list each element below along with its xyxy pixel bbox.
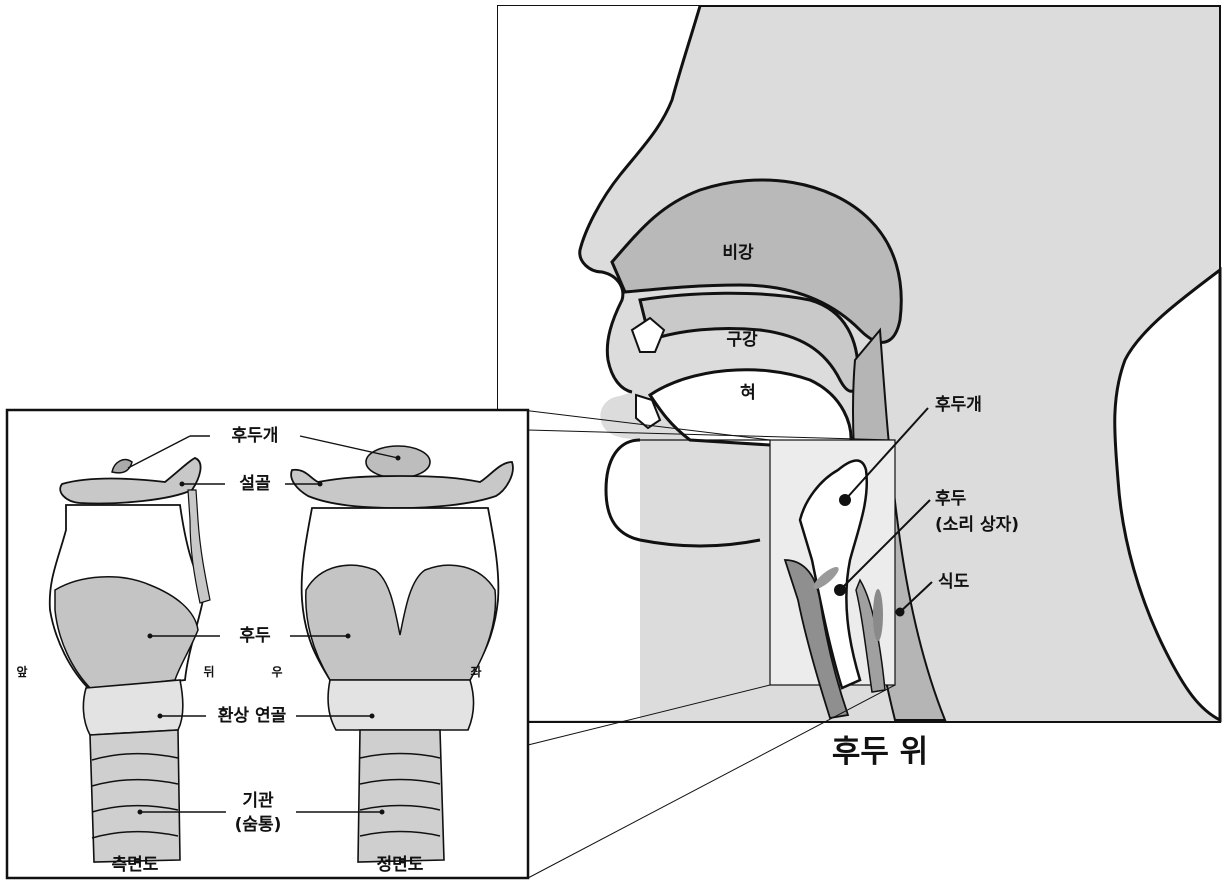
side-cricoid xyxy=(83,680,182,735)
epiglottis-dot xyxy=(839,494,851,506)
dot-cricoid-side xyxy=(158,714,163,719)
label-nasal-cavity: 비강 xyxy=(722,243,754,263)
dot-larynx-side xyxy=(148,634,153,639)
inset-label-epiglottis: 후두개 xyxy=(232,425,279,446)
inset-label-hyoid: 설골 xyxy=(239,474,271,494)
orientation-left: 좌 xyxy=(470,664,481,679)
label-larynx: 후두 xyxy=(935,488,967,509)
dot-hyoid-side xyxy=(180,482,185,487)
sagittal-panel: 비강 구강 혀 후두개 후두 (소리 상자) 식도 후두 위 xyxy=(498,6,1220,770)
orientation-right: 우 xyxy=(271,665,282,679)
dot-trachea-front xyxy=(380,810,385,815)
label-oral-cavity: 구강 xyxy=(726,330,758,350)
dot-hyoid-front xyxy=(318,482,323,487)
side-trachea xyxy=(90,730,180,862)
front-epiglottis xyxy=(366,446,430,478)
inset-label-cricoid: 환상 연골 xyxy=(218,706,287,726)
dot-epiglottis-front xyxy=(396,456,401,461)
label-esophagus: 식도 xyxy=(938,572,970,592)
orientation-front: 앞 xyxy=(16,665,27,679)
label-voice-box: (소리 상자) xyxy=(935,515,1019,535)
label-tongue: 혀 xyxy=(740,383,756,403)
dot-cricoid-front xyxy=(370,714,375,719)
label-epiglottis: 후두개 xyxy=(935,394,982,415)
front-trachea xyxy=(358,730,444,862)
larynx-dot xyxy=(834,584,846,596)
inset-label-trachea-sub: (숨통) xyxy=(235,815,282,835)
inset-panel: 후두개 설골 후두 환상 연골 기관 (숨통) 앞 뒤 우 좌 측면도 정면도 xyxy=(7,410,528,878)
inset-label-trachea: 기관 xyxy=(242,791,274,811)
orientation-back: 뒤 xyxy=(203,665,214,679)
esophagus-mark xyxy=(873,589,883,641)
dot-trachea-side xyxy=(138,810,143,815)
dot-larynx-front xyxy=(346,634,351,639)
view-label-side: 측면도 xyxy=(112,855,159,875)
esophagus-dot xyxy=(896,608,905,617)
view-label-front: 정면도 xyxy=(377,855,424,875)
front-cricoid xyxy=(328,680,474,730)
diagram-title: 후두 위 xyxy=(832,734,928,770)
inset-label-larynx: 후두 xyxy=(239,625,271,646)
